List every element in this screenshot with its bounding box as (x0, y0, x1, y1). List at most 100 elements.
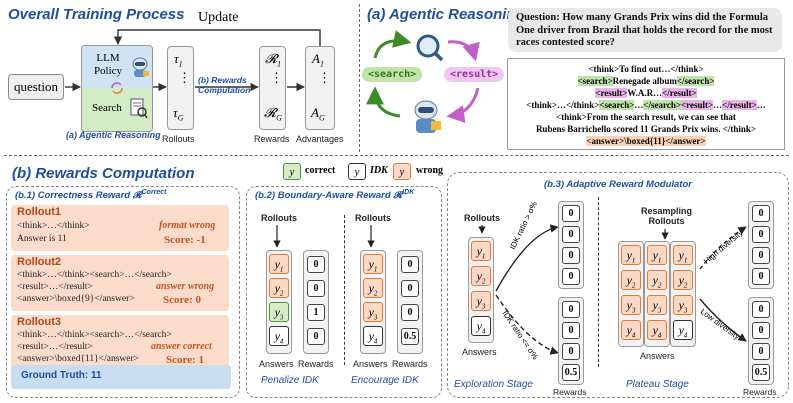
rewards-column: 𝓡1 ⋮ 𝓡G (259, 46, 286, 130)
document-search-icon (130, 98, 148, 119)
agentic-title: (a) Agentic Reasoning (367, 6, 525, 23)
answer-tag: y4 (269, 326, 289, 346)
reward-value: 0 (752, 205, 770, 222)
rollout2-line1: <think>…</think><search>…</search> (17, 270, 172, 280)
legend-correct-label: correct (305, 165, 336, 176)
trace-line-1: <think>To find out…</think> (588, 64, 704, 74)
answer-tag: y1 (471, 241, 491, 261)
advantages-column: A1 ⋮ AG (305, 46, 335, 130)
reward-value: 0 (401, 304, 419, 321)
rollout1-line1: <think>…</think> (17, 221, 90, 231)
reward-value: 0 (562, 301, 580, 318)
b3-resampling-label: Resampling Rollouts (641, 206, 693, 226)
question-box: question (8, 74, 64, 100)
legend-idk-swatch: y (348, 163, 366, 180)
agentic-cycle (366, 30, 480, 133)
trace-line-2: <search>Renegade album</search> (577, 76, 715, 86)
reward-value: 0.5 (752, 364, 770, 381)
answer-tag: y1 (363, 254, 383, 274)
answer-tag: y1 (621, 245, 641, 265)
rewards-title: (b) Rewards Computation (12, 165, 195, 182)
question-bubble: Question: How many Grands Prix wins did … (508, 8, 782, 52)
b2-panel: (b.2) Boundary-Aware Reward 𝓡IDK Rollout… (246, 186, 442, 398)
result-pill: <result> (444, 67, 505, 82)
answer-tag: y1 (269, 254, 289, 274)
b2-rewards-left-label: Rewards (298, 359, 334, 369)
answer-tag: y3 (269, 302, 289, 322)
rollout2-line3: <answer>\boxed{9}</answer> (17, 294, 135, 304)
rollout2-score: Score: 0 (163, 294, 201, 306)
rewards-label: Rewards (254, 134, 290, 144)
answer-tag: y2 (471, 266, 491, 286)
rollouts-label: Rollouts (162, 134, 195, 144)
rollouts-column: τ1 ⋮ τG (167, 46, 194, 130)
rollout2-line2: <result>…</result> (17, 282, 93, 292)
answer-tag: y3 (363, 302, 383, 322)
rollout3-card: Rollout3 <think>…</think><search>…</sear… (11, 315, 229, 371)
rollout1-line2: Answer is 11 (17, 234, 67, 244)
rewards-computation-caption: (b) Rewards Computation (198, 75, 251, 95)
b3-title: (b.3) Adaptive Reward Modulator (544, 179, 692, 190)
reward-value: 0 (752, 247, 770, 264)
penalize-label: Penalize IDK (261, 375, 319, 386)
b3-arrows (478, 224, 747, 355)
ground-truth-text: Ground Truth: 11 (21, 370, 102, 381)
b3-rewards-label-1: Rewards (553, 387, 587, 397)
trace-line-7: <answer>\boxed{11}</answer> (586, 136, 706, 146)
trace-line-4: <think>…</think><search>…</search><resul… (526, 100, 766, 110)
answer-tag: y4 (621, 320, 641, 340)
reward-value: 0 (752, 268, 770, 285)
legend-correct-swatch: y (283, 163, 301, 180)
rollout3-line1: <think>…</think><search>…</search> (17, 330, 172, 340)
answer-tag: y2 (621, 270, 641, 290)
robot-icon (132, 57, 149, 77)
vertical-dots: ⋮ (178, 70, 191, 85)
rollout1-card: Rollout1 <think>…</think> Answer is 11 f… (11, 205, 229, 251)
training-arrows (65, 29, 321, 92)
answer-tag: y3 (673, 295, 693, 315)
advantages-label: Advantages (296, 134, 344, 144)
reward-value: 0 (562, 268, 580, 285)
rollout1-title: Rollout1 (17, 206, 61, 218)
ground-truth-bar: Ground Truth: 11 (11, 365, 231, 389)
answer-tag: y2 (269, 278, 289, 298)
answer-tag: y4 (673, 320, 693, 340)
b3-panel: (b.3) Adaptive Reward Modulator Rollouts… (447, 172, 789, 398)
llm-policy-label: LLM Policy (93, 52, 123, 77)
rollout2-note: answer wrong (156, 281, 215, 292)
b3-rollouts-label: Rollouts (464, 213, 500, 223)
overall-title: Overall Training Process (8, 6, 185, 23)
vertical-dots-3: ⋮ (318, 70, 331, 85)
b2-title: (b.2) Boundary-Aware Reward 𝓡IDK (255, 189, 415, 202)
trace-line-6: Rubens Barrichello scored 11 Grands Prix… (535, 124, 757, 134)
rollout3-title: Rollout3 (17, 316, 61, 328)
b3-rewards-label-2: Rewards (743, 387, 777, 397)
llm-policy-region: LLM Policy (82, 46, 152, 88)
reward-value: 0 (752, 226, 770, 243)
rollout3-line3: <answer>\boxed{11}</answer> (17, 354, 140, 364)
search-label: Search (92, 102, 122, 114)
reward-value: 0 (752, 322, 770, 339)
encourage-label: Encourage IDK (351, 375, 419, 386)
reward-value: 0 (562, 322, 580, 339)
trace-line-5: <think>From the search result, we can se… (556, 112, 736, 122)
legend-wrong-label: wrong (416, 165, 444, 176)
r-g: 𝓡G (264, 105, 282, 123)
answer-tag: y3 (471, 291, 491, 311)
trace-box: <think>To find out…</think> <search>Rene… (507, 58, 785, 150)
b2-rollouts-left: Rollouts (261, 213, 297, 223)
tau-g: τG (173, 105, 184, 123)
answer-tag: y4 (647, 320, 667, 340)
divider-vertical (359, 4, 360, 152)
exploration-label: Exploration Stage (454, 379, 533, 390)
b3-answers-label: Answers (462, 347, 497, 357)
reward-value: 0 (562, 205, 580, 222)
question-label: question (13, 79, 59, 94)
rollout3-line2: <result>…</result> (17, 342, 93, 352)
rollout1-note: format wrong (159, 220, 216, 231)
a-g: AG (311, 105, 325, 123)
b2-rollouts-right: Rollouts (355, 213, 391, 223)
trace-content: <think>To find out…</think> <search>Rene… (508, 63, 784, 147)
answer-tag: y3 (621, 295, 641, 315)
